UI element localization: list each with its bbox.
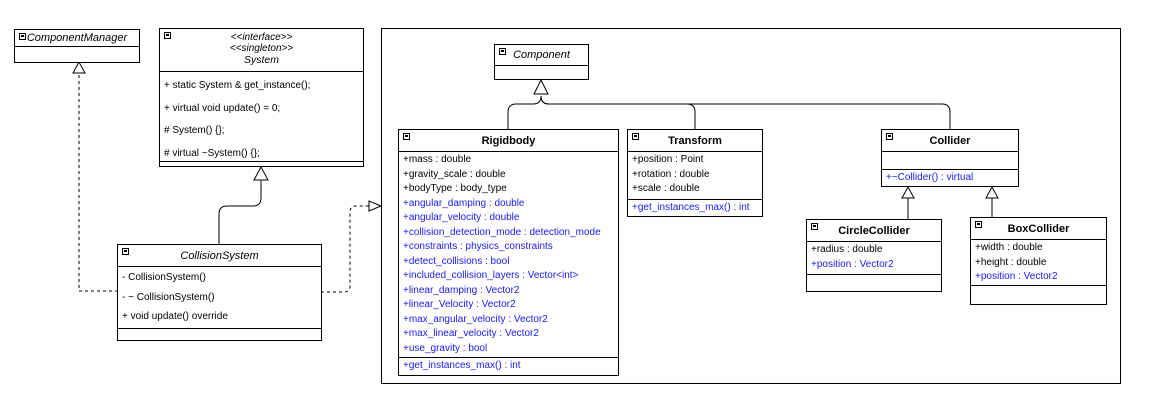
collapse-icon[interactable] <box>811 223 818 230</box>
operations-section: +~Collider() : virtual <box>882 170 1018 186</box>
collapse-icon[interactable] <box>886 133 893 140</box>
stereotype-singleton: <<singleton>> <box>229 43 294 54</box>
attributes-section: +radius : double +position : Vector2 <box>807 242 941 275</box>
collapse-icon[interactable] <box>499 48 506 55</box>
components-package-frame <box>381 28 1121 384</box>
arrowhead-system <box>253 165 269 181</box>
attribute: +max_linear_velocity : Vector2 <box>403 328 539 339</box>
attribute: +bodyType : body_type <box>403 183 507 194</box>
attribute: +radius : double <box>811 244 883 255</box>
attributes-section: +width : double +height : double +positi… <box>971 240 1106 286</box>
operations-section: - CollisionSystem() - ~ CollisionSystem(… <box>118 267 321 329</box>
operation: - ~ CollisionSystem() <box>122 291 215 303</box>
collapse-icon[interactable] <box>403 133 410 140</box>
attribute: +collision_detection_mode : detection_mo… <box>403 226 601 238</box>
operation: +~Collider() : virtual <box>886 172 974 183</box>
operation: # System() {}; <box>164 125 225 136</box>
realization-to-componentmanager <box>78 73 118 292</box>
class-name: Transform <box>668 135 722 147</box>
attribute: +rotation : double <box>632 168 710 180</box>
attribute: +angular_damping : double <box>403 197 525 209</box>
class-name: Component <box>513 49 570 61</box>
operations-section: + static System & get_instance(); + virt… <box>160 72 363 162</box>
attribute: +max_angular_velocity : Vector2 <box>403 313 548 325</box>
attribute: +detect_collisions : bool <box>403 255 510 267</box>
collapse-icon[interactable] <box>122 248 129 255</box>
class-name: CircleCollider <box>838 225 910 237</box>
arrowhead-componentmanager <box>72 60 86 74</box>
attribute: +scale : double <box>632 183 700 194</box>
operation: +get_instances_max() : int <box>632 202 750 213</box>
operations-section: +get_instances_max() : int <box>399 358 618 375</box>
attributes-section <box>882 152 1018 170</box>
attribute: +position : Vector2 <box>975 271 1058 282</box>
class-name: Collider <box>929 135 971 147</box>
attribute: +mass : double <box>403 154 472 165</box>
operation: + static System & get_instance(); <box>164 80 311 91</box>
attributes-section: +position : Point +rotation : double +sc… <box>628 152 762 200</box>
class-name: Rigidbody <box>481 135 536 147</box>
attribute: +linear_Velocity : Vector2 <box>403 299 516 310</box>
operations-section <box>807 275 941 291</box>
attribute: +width : double <box>975 242 1043 253</box>
operation: + void update() override <box>122 311 228 322</box>
collisionsystem-class[interactable]: CollisionSystem - CollisionSystem() - ~ … <box>117 244 322 341</box>
collapse-icon[interactable] <box>632 133 639 140</box>
class-name: BoxCollider <box>1007 223 1070 235</box>
collapse-icon[interactable] <box>164 32 171 39</box>
attribute: +angular_velocity : double <box>403 212 520 223</box>
stereotype-interface: <<interface>> <box>230 32 293 43</box>
transform-class[interactable]: Transform +position : Point +rotation : … <box>627 129 763 217</box>
system-interface[interactable]: <<interface>> <<singleton>> System + sta… <box>159 28 364 167</box>
component-class[interactable]: Component <box>494 44 589 80</box>
class-name: ComponentManager <box>26 32 128 44</box>
operation: - CollisionSystem() <box>122 272 206 283</box>
operations-section <box>971 286 1106 304</box>
attribute: +height : double <box>975 256 1047 268</box>
attributes-section: +mass : double +gravity_scale : double +… <box>399 152 618 358</box>
attribute: +position : Point <box>632 154 704 165</box>
boxcollider-class[interactable]: BoxCollider +width : double +height : do… <box>970 217 1107 305</box>
class-name: CollisionSystem <box>180 250 259 262</box>
generalization-to-system <box>218 180 262 244</box>
operation: +get_instances_max() : int <box>403 360 521 371</box>
attribute: +constraints : physics_constraints <box>403 241 553 252</box>
arrowhead-frame <box>368 200 383 212</box>
collapse-icon[interactable] <box>975 221 982 228</box>
class-name: System <box>243 54 279 66</box>
componentmanager-class[interactable]: ComponentManager <box>14 29 140 63</box>
collapse-icon[interactable] <box>19 33 26 40</box>
operation: + virtual void update() = 0; <box>164 102 281 114</box>
operation: # virtual ~System() {}; <box>164 147 260 159</box>
collider-class[interactable]: Collider +~Collider() : virtual <box>881 129 1019 187</box>
footer-section <box>118 329 321 340</box>
attribute: +position : Vector2 <box>811 258 894 270</box>
rigidbody-class[interactable]: Rigidbody +mass : double +gravity_scale … <box>398 129 619 376</box>
attribute: +included_collision_layers : Vector<int> <box>403 270 579 281</box>
attribute: +use_gravity : bool <box>403 342 488 354</box>
attribute: +linear_damping : Vector2 <box>403 284 520 296</box>
attributes-section <box>15 47 139 62</box>
attributes-section <box>495 66 588 79</box>
attribute: +gravity_scale : double <box>403 168 506 180</box>
dependency-to-frame <box>321 205 369 293</box>
circlecollider-class[interactable]: CircleCollider +radius : double +positio… <box>806 219 942 292</box>
operations-section: +get_instances_max() : int <box>628 200 762 216</box>
